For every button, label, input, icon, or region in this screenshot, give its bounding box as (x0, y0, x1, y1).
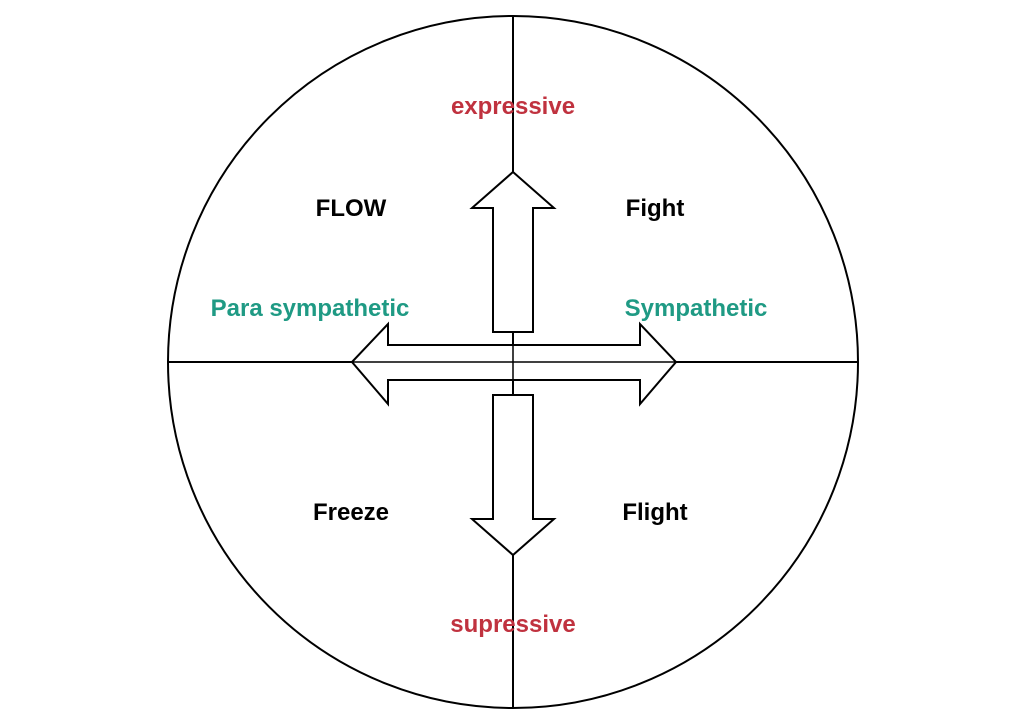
quadrant-label-bottom-left: Freeze (312, 499, 390, 526)
down-arrow (469, 394, 557, 557)
axis-label-top: expressive (450, 93, 576, 120)
axis-label-left: Para sympathetic (210, 295, 410, 322)
up-arrow (469, 170, 557, 333)
axis-label-right: Sympathetic (624, 295, 768, 322)
quadrant-label-bottom-right: Flight (622, 499, 688, 526)
quadrant-label-top-right: Fight (625, 195, 685, 222)
axis-label-bottom: supressive (450, 611, 576, 638)
quadrant-label-top-left: FLOW (315, 195, 387, 222)
